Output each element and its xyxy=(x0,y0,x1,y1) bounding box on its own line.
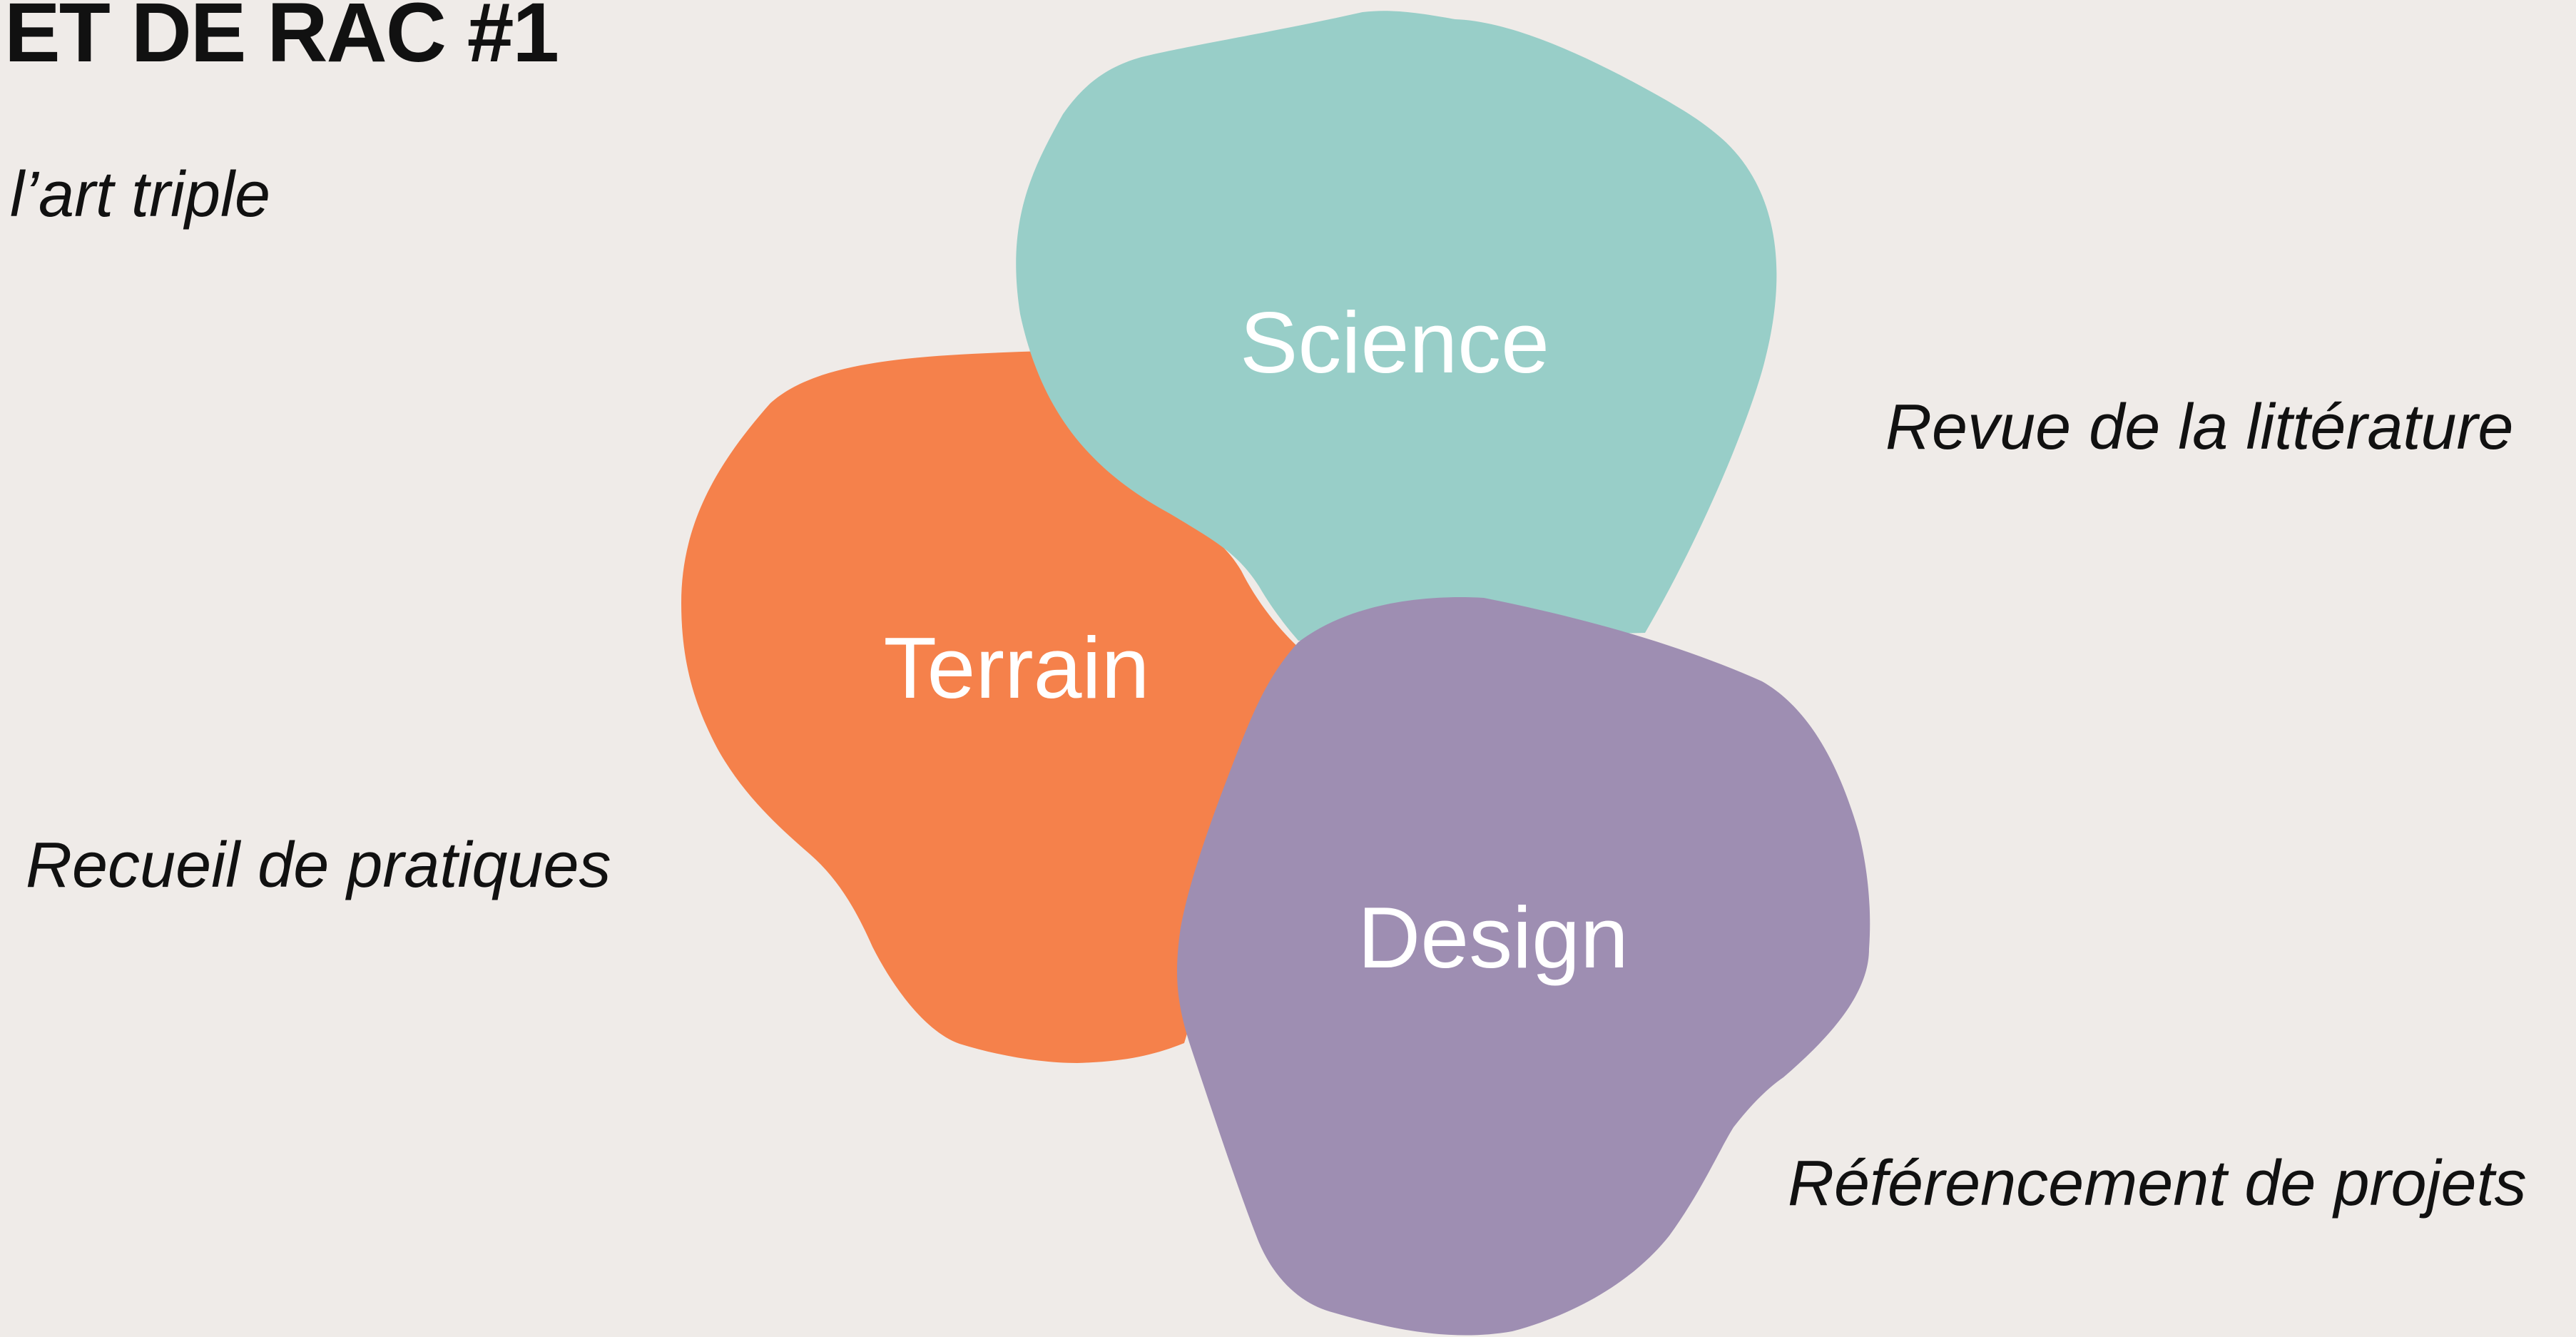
page-subtitle: l’art triple xyxy=(10,159,271,230)
blob-label-design: Design xyxy=(1358,889,1629,986)
note-project-referencing: Référencement de projets xyxy=(1788,1148,2527,1219)
blob-label-terrain: Terrain xyxy=(884,619,1150,716)
blob-terrain xyxy=(681,351,1302,1063)
note-practices-collection: Recueil de pratiques xyxy=(26,830,611,901)
blob-design xyxy=(1177,597,1870,1336)
blob-science xyxy=(1016,11,1777,641)
page-title: ET DE RAC #1 xyxy=(4,0,559,80)
blob-label-science: Science xyxy=(1240,294,1549,391)
note-literature-review: Revue de la littérature xyxy=(1885,392,2514,463)
